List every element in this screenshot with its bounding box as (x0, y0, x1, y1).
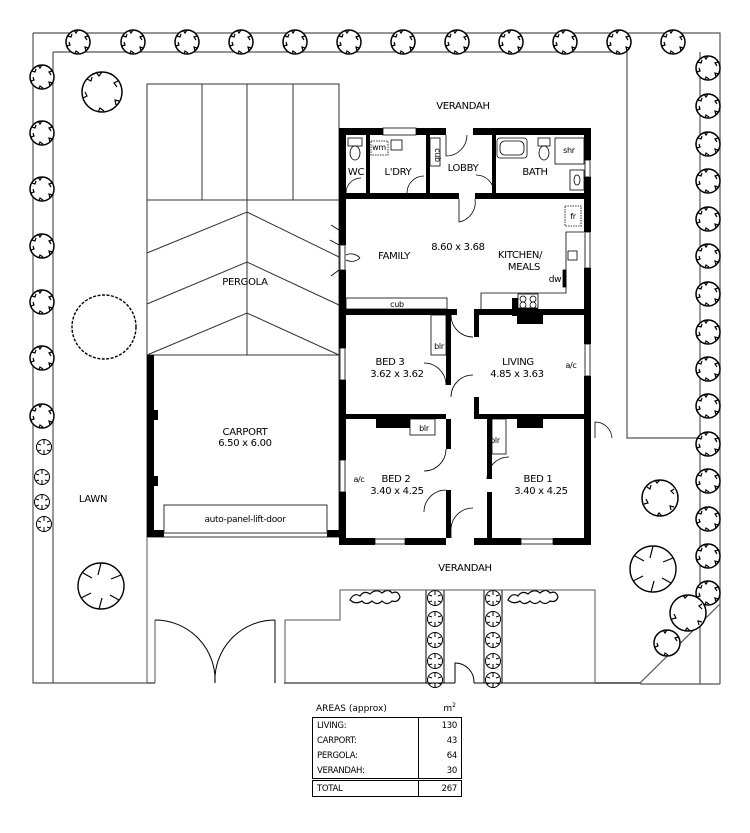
area-label: CARPORT: (317, 735, 357, 746)
house-walls (339, 128, 591, 545)
label-cub-family: cub (390, 300, 404, 309)
label-laundry: L'DRY (385, 167, 413, 178)
site-boundary (32, 32, 721, 685)
label-family-dims: 8.60 x 3.68 (431, 242, 485, 253)
front-path-shrubs (349, 589, 559, 688)
pergola (146, 83, 340, 356)
label-living-ac: a/c (565, 361, 576, 370)
hedge-trees-right (695, 55, 721, 606)
label-living: LIVING (502, 357, 534, 368)
label-garage-door: auto-panel-lift-door (204, 515, 286, 525)
areas-unit: m2 (443, 702, 456, 714)
area-value: 130 (418, 717, 462, 733)
area-value: 43 (418, 733, 462, 748)
label-kitchen: KITCHEN/ (498, 250, 543, 261)
areas-header: AREAS (approx) m2 (312, 698, 462, 714)
label-bed3: BED 3 (376, 357, 405, 368)
label-carport: CARPORT (223, 427, 269, 438)
label-dw: dw (549, 275, 561, 285)
label-verandah-top: VERANDAH (436, 101, 490, 112)
fixtures (345, 137, 585, 455)
table-row: LIVING: 130 (313, 717, 462, 733)
label-bed3-blr: blr (434, 342, 445, 351)
areas-table-body: LIVING: 130 CARPORT: 43 PERGOLA: 64 VERANDA… (312, 717, 462, 797)
room-labels: VERANDAH WC L'DRY LOBBY BATH wm cub shr … (79, 101, 577, 574)
feature-trees (71, 71, 707, 657)
label-bed1-dims: 3.40 x 4.25 (514, 486, 568, 497)
label-bed1: BED 1 (524, 474, 553, 485)
label-verandah-bottom: VERANDAH (438, 563, 492, 574)
table-row: PERGOLA: 64 (313, 748, 462, 763)
table-row: CARPORT: 43 (313, 733, 462, 748)
label-wc: WC (348, 167, 365, 178)
area-value: 30 (418, 763, 462, 780)
windows (339, 127, 591, 545)
label-pergola: PERGOLA (222, 277, 268, 288)
label-bed3-dims: 3.62 x 3.62 (370, 369, 424, 380)
table-row: VERANDAH: 30 (313, 763, 462, 780)
label-wm: wm (372, 143, 386, 152)
area-label: VERANDAH: (317, 765, 365, 776)
label-lobby: LOBBY (448, 163, 480, 174)
label-cub-lobby: cub (433, 148, 442, 162)
total-label: TOTAL (312, 778, 419, 797)
front-fence (147, 589, 640, 684)
areas-title: AREAS (approx) (316, 704, 387, 714)
label-bed2: BED 2 (382, 474, 411, 485)
label-bed2-ac: a/c (353, 475, 364, 484)
area-label: PERGOLA: (317, 750, 358, 761)
label-shr: shr (563, 146, 576, 155)
label-family: FAMILY (378, 251, 411, 262)
label-carport-dims: 6.50 x 6.00 (218, 438, 272, 449)
label-lawn: LAWN (79, 494, 107, 505)
area-value: 64 (418, 748, 462, 763)
label-meals: MEALS (508, 262, 540, 273)
label-bed2-blr: blr (419, 424, 430, 433)
total-value: 267 (418, 778, 462, 797)
label-bed1-blr: blr (490, 436, 501, 445)
label-bath: BATH (522, 167, 547, 178)
label-fr: fr (570, 212, 577, 221)
label-bed2-dims: 3.40 x 4.25 (370, 486, 424, 497)
label-living-dims: 4.85 x 3.63 (490, 369, 544, 380)
areas-table: AREAS (approx) m2 LIVING: 130 CARPORT: 43 … (312, 698, 462, 797)
area-label: LIVING: (317, 720, 347, 731)
door-swings (329, 134, 613, 538)
